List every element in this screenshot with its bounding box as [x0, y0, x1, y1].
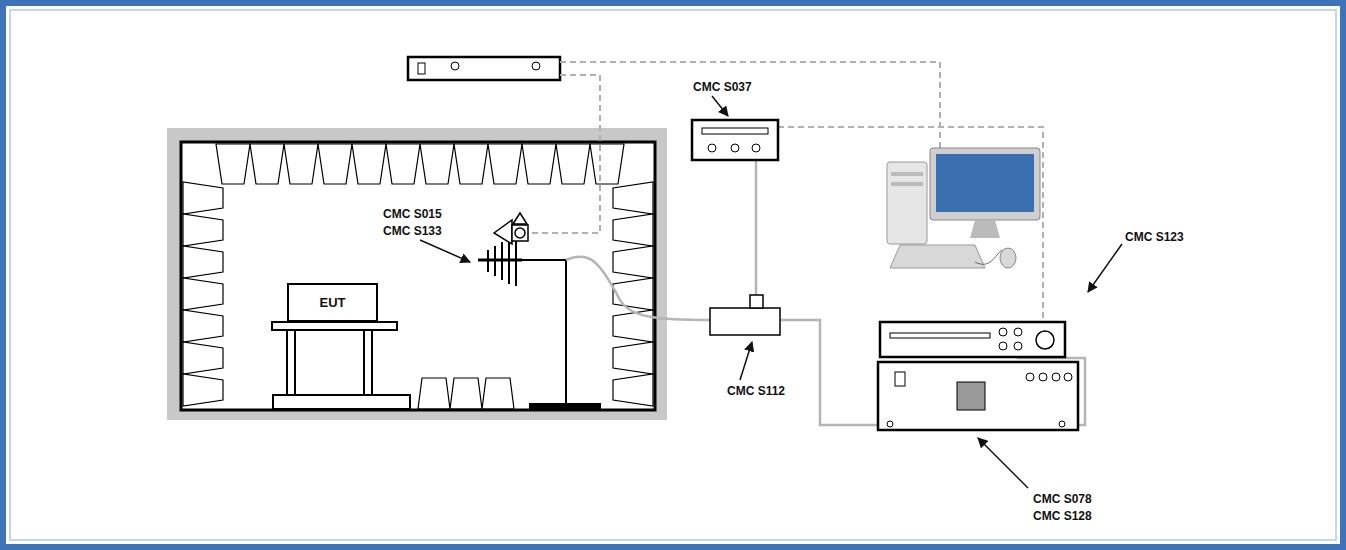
computer	[887, 148, 1040, 268]
callout-label: CMC S128	[1033, 509, 1092, 523]
camera	[494, 213, 528, 244]
log-periodic-antenna	[478, 236, 600, 410]
callout-label: CMC S112	[727, 384, 785, 398]
eut-table	[272, 322, 410, 409]
chamber-wall	[181, 142, 655, 410]
outer-frame	[3, 3, 1343, 547]
chamber-shield	[167, 128, 667, 420]
emi-receiver	[878, 362, 1078, 430]
node-text: EUT	[320, 295, 346, 310]
control-lines	[530, 62, 1043, 322]
inner-frame	[10, 10, 1336, 540]
callout-label: CMC S037	[693, 80, 752, 94]
callout-label: CMC S078	[1033, 492, 1092, 506]
floor-absorbers	[418, 378, 514, 409]
absorber-cones	[183, 144, 653, 406]
callout-label: CMC S133	[383, 224, 442, 238]
callout-label: CMC S123	[1125, 230, 1184, 244]
coupler	[710, 295, 780, 335]
power-meter	[692, 120, 778, 160]
leader-arrows	[420, 96, 1122, 488]
camera-controller	[408, 57, 560, 80]
eut-box: EUT	[287, 283, 378, 322]
callout-label: CMC S015	[383, 207, 442, 221]
signal-generator	[880, 322, 1065, 357]
